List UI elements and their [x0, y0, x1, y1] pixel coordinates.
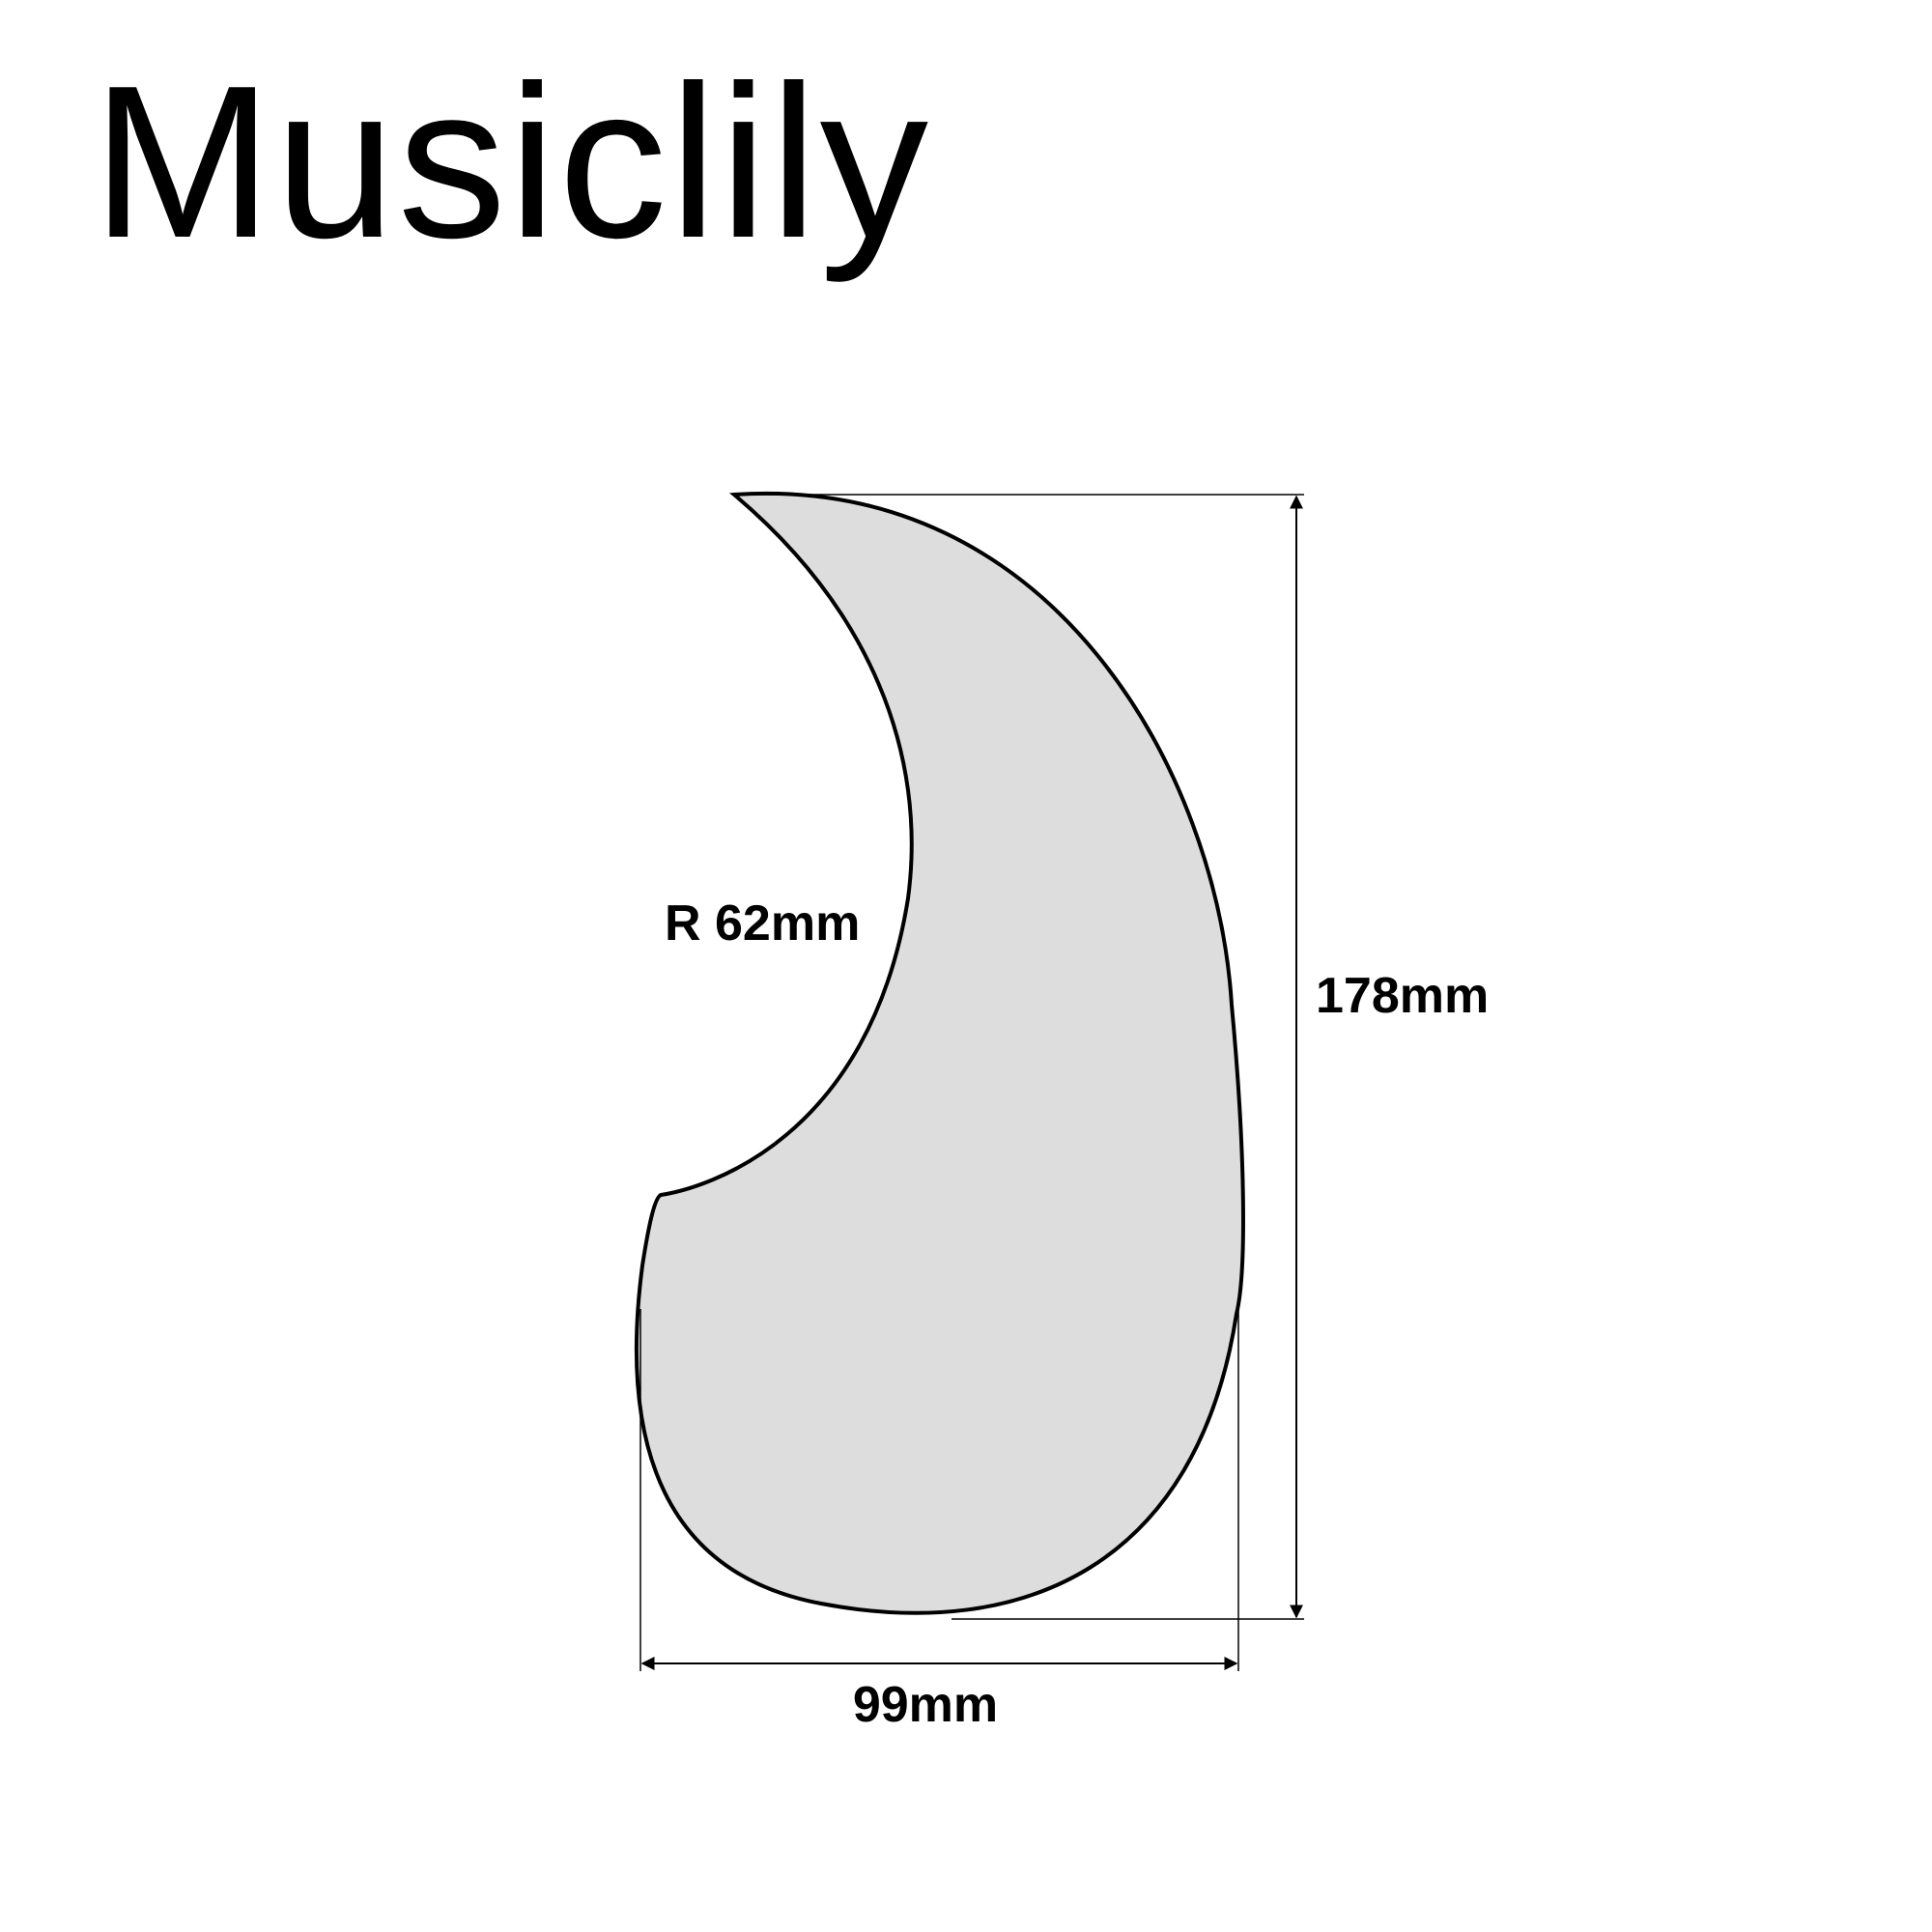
radius-label: R 62mm	[665, 895, 860, 952]
pickguard-shape	[634, 491, 1245, 1615]
height-label: 178mm	[1316, 968, 1489, 1024]
width-label: 99mm	[853, 1677, 998, 1733]
brand-logo: Musiclily	[92, 40, 931, 283]
